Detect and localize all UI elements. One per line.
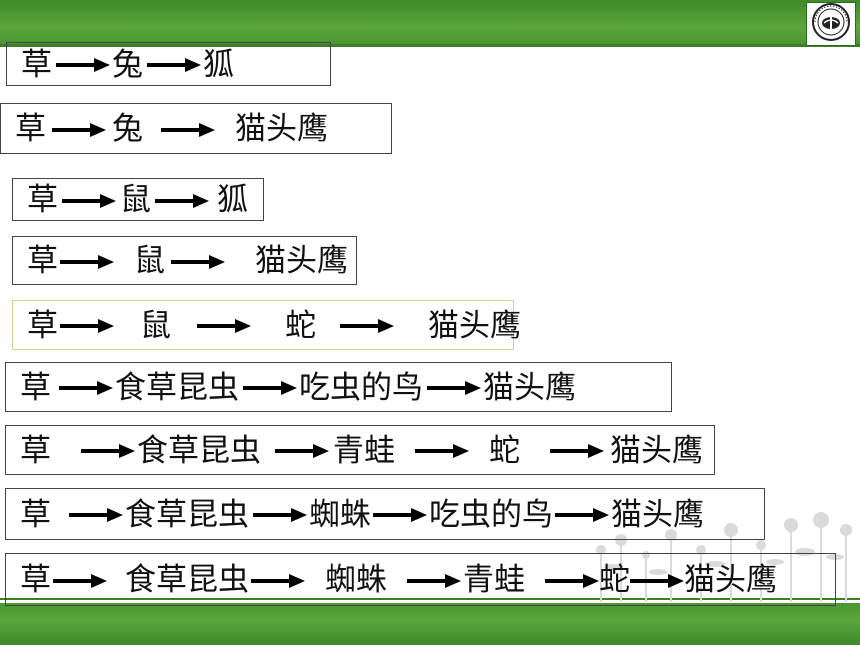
footer-rule [0, 598, 860, 600]
food-chain-9: 草 食草昆虫 蜘蛛 青蛙 蛇 猫头鹰 [5, 553, 836, 606]
arrow-right-icon [60, 318, 114, 334]
organism-label: 食草昆虫 [125, 496, 249, 533]
arrow-right-icon [545, 573, 599, 589]
organism-label: 猫头鹰 [255, 243, 348, 279]
arrow-right-icon [197, 318, 251, 334]
organism-label: 草 [27, 182, 58, 218]
footer-band [0, 603, 860, 645]
arrow-right-icon [373, 507, 427, 523]
organism-label: 食草昆虫 [115, 369, 239, 406]
arrow-right-icon [69, 507, 123, 523]
food-chain-2: 草 兔 猫头鹰 [0, 103, 392, 154]
arrow-right-icon [251, 573, 305, 589]
food-chain-8: 草 食草昆虫 蜘蛛 吃虫的鸟 猫头鹰 [5, 488, 765, 540]
grass-pattern-icon [590, 512, 860, 606]
organism-label: 吃虫的鸟 [429, 496, 553, 533]
arrow-right-icon [59, 380, 113, 396]
organism-label: 猫头鹰 [610, 432, 703, 469]
organism-label: 草 [27, 307, 58, 344]
organism-label: 食草昆虫 [137, 432, 261, 469]
arrow-right-icon [630, 573, 684, 589]
organism-label: 鼠 [134, 243, 165, 279]
organism-label: 青蛙 [463, 562, 525, 598]
arrow-right-icon [340, 318, 394, 334]
arrow-right-icon [550, 443, 604, 459]
organism-label: 猫头鹰 [483, 369, 576, 406]
arrow-right-icon [253, 507, 307, 523]
grass-decoration [590, 512, 860, 602]
organism-label: 蜘蛛 [325, 562, 387, 598]
arrow-right-icon [407, 573, 461, 589]
arrow-right-icon [555, 507, 609, 523]
header-band [0, 0, 860, 44]
food-chain-7: 草 食草昆虫 青蛙 蛇 猫头鹰 [5, 425, 715, 475]
organism-label: 狐 [203, 46, 234, 83]
organism-label: 猫头鹰 [235, 111, 328, 147]
organism-label: 青蛙 [333, 432, 395, 469]
arrow-right-icon [52, 122, 106, 138]
arrow-right-icon [161, 122, 215, 138]
organism-label: 食草昆虫 [125, 562, 249, 598]
arrow-right-icon [53, 573, 107, 589]
organism-label: 草 [20, 562, 51, 598]
arrow-right-icon [275, 443, 329, 459]
organism-label: 草 [27, 243, 58, 279]
food-chain-3: 草鼠狐 [12, 178, 264, 221]
organism-label: 蜘蛛 [309, 496, 371, 533]
organism-label: 鼠 [120, 182, 151, 218]
food-chain-4: 草 鼠 猫头鹰 [12, 236, 357, 285]
organism-label: 草 [21, 46, 52, 83]
school-emblem [806, 2, 856, 46]
arrow-right-icon [62, 193, 116, 209]
organism-label: 草 [20, 369, 51, 406]
organism-label: 鼠 [140, 307, 171, 344]
organism-label: 猫头鹰 [684, 562, 777, 598]
arrow-right-icon [415, 443, 469, 459]
arrow-right-icon [56, 57, 110, 73]
organism-label: 蛇 [599, 562, 630, 598]
food-chain-6: 草 食草昆虫 吃虫的鸟 猫头鹰 [5, 362, 672, 412]
organism-label: 吃虫的鸟 [299, 369, 423, 406]
organism-label: 猫头鹰 [611, 496, 704, 533]
organism-label: 蛇 [285, 307, 316, 344]
food-chain-1: 草兔狐 [6, 42, 331, 86]
arrow-right-icon [60, 254, 114, 270]
organism-label: 草 [15, 111, 46, 147]
arrow-right-icon [155, 193, 209, 209]
organism-label: 猫头鹰 [428, 307, 521, 344]
organism-label: 草 [20, 496, 51, 533]
organism-label: 蛇 [489, 432, 520, 469]
school-emblem-icon [811, 2, 851, 46]
organism-label: 兔 [112, 46, 143, 83]
organism-label: 草 [20, 432, 51, 469]
arrow-right-icon [81, 443, 135, 459]
arrow-right-icon [427, 380, 481, 396]
arrow-right-icon [171, 254, 225, 270]
organism-label: 狐 [217, 182, 248, 218]
food-chain-5: 草 鼠 蛇 猫头鹰 [12, 300, 521, 350]
organism-label: 兔 [112, 111, 143, 147]
arrow-right-icon [243, 380, 297, 396]
arrow-right-icon [147, 57, 201, 73]
header-rule [0, 44, 860, 47]
